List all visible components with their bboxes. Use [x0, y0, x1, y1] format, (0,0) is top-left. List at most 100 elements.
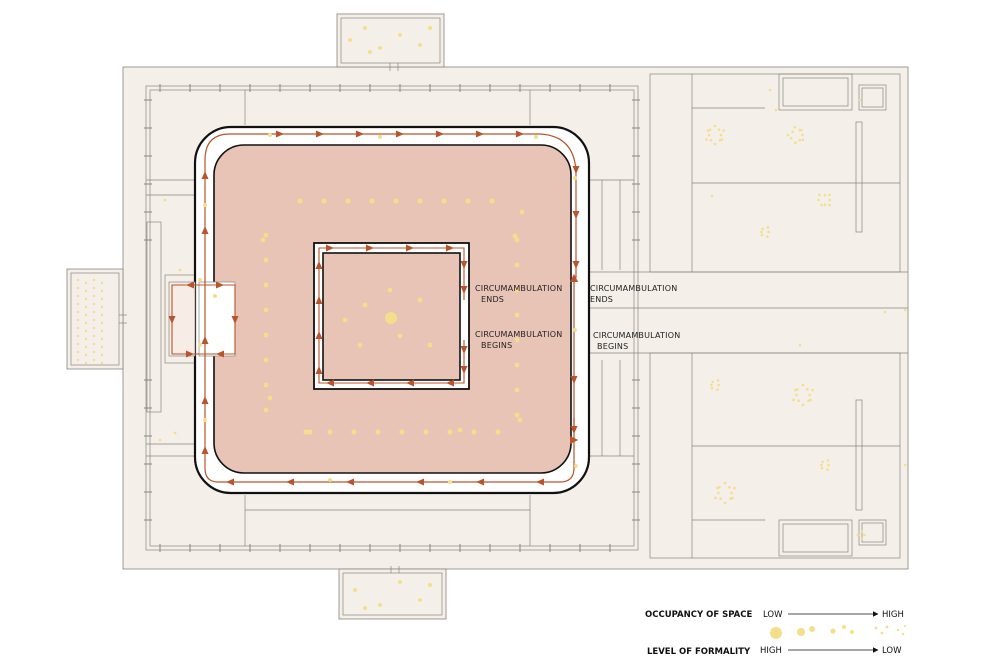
occupancy-dot — [92, 334, 96, 338]
occupancy-dot — [863, 533, 866, 537]
occupancy-dot — [303, 429, 309, 435]
occupancy-dot — [711, 380, 714, 384]
path-arrowhead — [316, 130, 324, 138]
occupancy-dot — [489, 198, 495, 204]
occupancy-dot — [84, 337, 88, 341]
occupancy-dot — [514, 362, 520, 368]
path-arrowhead — [201, 446, 209, 454]
inner-begins-label-2: BEGINS — [481, 341, 512, 350]
inner-ends-label-2: ENDS — [481, 295, 504, 304]
occupancy-dot — [163, 198, 167, 202]
path-arrowhead — [186, 350, 194, 358]
occupancy-dot — [573, 328, 577, 332]
occupancy-dot — [713, 124, 717, 128]
occupancy-dot — [761, 227, 764, 231]
occupancy-dot — [84, 297, 88, 301]
path-arrowhead — [201, 226, 209, 234]
path-arrowhead — [570, 426, 578, 434]
occupancy-dot — [708, 128, 712, 132]
occupancy-dots — [76, 26, 907, 610]
occupancy-dot — [794, 141, 797, 145]
occupancy-dot — [100, 313, 104, 317]
occupancy-dot — [363, 606, 367, 610]
occupancy-dot — [719, 133, 723, 137]
occupancy-dot — [368, 50, 372, 54]
path-arrowhead — [216, 281, 224, 289]
occupancy-dot — [717, 491, 720, 495]
path-arrowhead — [446, 379, 454, 387]
occupancy-dot — [903, 463, 907, 467]
occupancy-dot — [714, 496, 717, 500]
occupancy-dot — [397, 333, 403, 339]
path-arrowhead — [356, 130, 364, 138]
path-arrowhead — [201, 396, 209, 404]
path-arrowhead — [570, 376, 578, 384]
occupancy-dot — [766, 226, 770, 229]
occupancy-dot — [826, 468, 829, 471]
occupancy-dot — [76, 358, 80, 362]
occupancy-dot — [827, 463, 830, 467]
occupancy-dot — [860, 530, 864, 533]
east-wing — [586, 73, 908, 559]
occupancy-dot — [100, 337, 104, 341]
occupancy-dot — [84, 361, 88, 365]
legend-formality-high: HIGH — [760, 646, 782, 656]
occupancy-dot — [730, 491, 733, 495]
path-arrowhead — [406, 379, 414, 387]
occupancy-dot — [809, 398, 812, 402]
occupancy-dot — [263, 382, 269, 388]
occupancy-dot — [84, 321, 88, 325]
occupancy-dot — [353, 588, 357, 592]
occupancy-dot — [363, 26, 367, 30]
outer-ends-label-1: CIRCUMAMBULATION — [590, 284, 677, 293]
path-arrowhead — [315, 261, 323, 269]
occupancy-dot — [399, 429, 405, 435]
path-arrowhead — [315, 296, 323, 304]
occupancy-dot — [345, 198, 351, 204]
occupancy-dot — [100, 305, 104, 309]
occupancy-dot — [514, 387, 520, 393]
occupancy-dot — [263, 257, 269, 263]
occupancy-dot — [786, 133, 790, 137]
occupancy-dot — [801, 383, 805, 387]
occupancy-dot — [100, 321, 104, 325]
occupancy-dot — [92, 350, 96, 354]
path-arrowhead — [460, 261, 468, 269]
path-arrowhead — [201, 336, 209, 344]
occupancy-dot — [263, 407, 269, 413]
occupancy-dot — [797, 399, 800, 403]
occupancy-dot — [203, 203, 207, 207]
occupancy-dot — [348, 38, 352, 42]
occupancy-dot — [514, 237, 520, 243]
path-arrowhead — [572, 211, 580, 219]
occupancy-dot — [351, 429, 357, 435]
path-arrowhead — [326, 379, 334, 387]
occupancy-dot — [100, 297, 104, 301]
occupancy-dot — [76, 302, 80, 306]
occupancy-dot — [723, 481, 727, 485]
occupancy-dot — [342, 317, 348, 323]
occupancy-dot — [705, 138, 708, 141]
occupancy-dot — [369, 198, 375, 204]
occupancy-dot — [393, 198, 399, 204]
occupancy-dot — [173, 431, 177, 435]
path-arrowhead — [186, 281, 194, 289]
occupancy-dot — [378, 135, 382, 139]
occupancy-dot — [800, 128, 803, 132]
inner-annotations: CIRCUMAMBULATION ENDS CIRCUMAMBULATION B… — [475, 284, 562, 350]
occupancy-dot — [828, 203, 831, 207]
occupancy-dot — [767, 230, 770, 234]
occupancy-dot — [76, 278, 80, 282]
occupancy-dot — [718, 485, 721, 489]
occupancy-dot — [92, 310, 96, 314]
path-arrowhead — [416, 478, 424, 486]
occupancy-dot — [883, 310, 887, 314]
occupancy-dot — [213, 294, 217, 298]
inner-ends-label-1: CIRCUMAMBULATION — [475, 284, 562, 293]
occupancy-dot — [760, 233, 764, 237]
occupancy-dot — [387, 287, 393, 293]
occupancy-dot — [100, 289, 104, 293]
occupancy-dot — [710, 383, 713, 387]
occupancy-dot — [573, 176, 577, 180]
occupancy-dot — [375, 429, 381, 435]
